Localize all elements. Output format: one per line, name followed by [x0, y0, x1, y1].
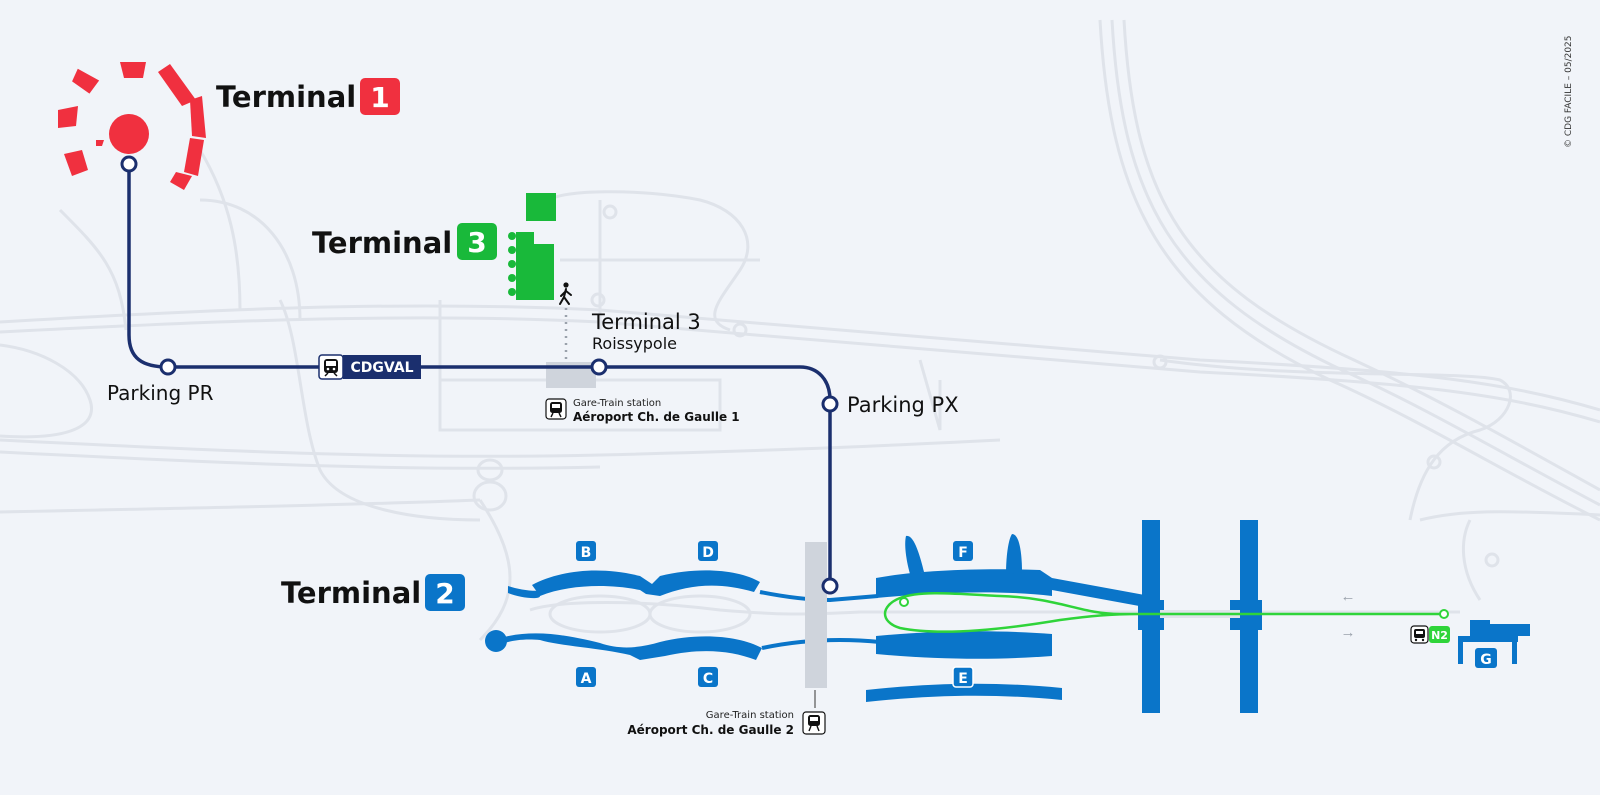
svg-text:F: F [958, 545, 968, 561]
cdg2-caption: Gare-Train station [706, 710, 794, 721]
stop-parking-px[interactable] [821, 395, 839, 413]
terminal-2-title: Terminal [281, 576, 421, 610]
terminal-2-link-f [1052, 578, 1150, 608]
stop-terminal-1[interactable] [120, 155, 138, 173]
svg-text:G: G [1480, 652, 1492, 668]
hall-a-badge[interactable]: A [576, 667, 596, 687]
hall-e-building [876, 631, 1052, 659]
terminal-3-badge: 3 [457, 223, 497, 260]
cdgval-label: CDGVAL [350, 360, 413, 376]
terminal-1-building[interactable] [58, 62, 206, 190]
hall-a-tip [485, 630, 507, 652]
bus-n2-label: N2 [1431, 629, 1448, 642]
hall-e-badge[interactable]: E [952, 666, 974, 688]
hall-d-badge[interactable]: D [698, 541, 718, 561]
cdgval-stops [120, 155, 839, 595]
copyright-credit: © CDG FACILE – 05/2025 [1564, 35, 1574, 148]
arrow-left-icon: ← [1341, 588, 1356, 605]
n2-stop-f[interactable] [899, 597, 909, 607]
n2-shuttle-route [883, 591, 1444, 633]
terminal-1-core [109, 114, 149, 154]
train-icon [550, 402, 562, 418]
terminal-2-badge: 2 [425, 574, 465, 611]
terminal-3-stop-subtitle: Roissypole [592, 334, 677, 353]
parking-pr-label: Parking PR [107, 381, 214, 405]
bus-n2-badge[interactable]: N2 [1410, 625, 1450, 644]
cdg1-caption: Gare-Train station [573, 398, 661, 409]
stop-terminal-3[interactable] [590, 358, 608, 376]
hall-b-badge[interactable]: B [576, 541, 596, 561]
terminal-2-building[interactable] [485, 520, 1530, 713]
n2-stop-g[interactable] [1439, 609, 1449, 619]
terminal-2-number: 2 [435, 577, 454, 610]
terminal-1-satellites [58, 62, 206, 190]
terminal-3-number: 3 [467, 226, 486, 259]
bus-icon [1414, 629, 1425, 642]
cdg2-train-station[interactable]: Gare-Train station Aéroport Ch. de Gaull… [627, 710, 826, 737]
svg-text:C: C [703, 671, 713, 687]
terminal-1-title: Terminal [216, 80, 356, 114]
stop-parking-pr[interactable] [159, 358, 177, 376]
hall-ac-pier [500, 633, 762, 660]
cdg1-name: Aéroport Ch. de Gaulle 1 [573, 410, 740, 424]
hall-f-satellite-left [905, 535, 924, 574]
svg-text:D: D [702, 545, 714, 561]
terminal-3-building[interactable] [508, 193, 556, 300]
terminal-3-title: Terminal [312, 226, 452, 260]
hall-f-satellite-right [1006, 534, 1022, 574]
parking-px-label: Parking PX [847, 393, 959, 417]
terminal-3-block-north [526, 193, 556, 221]
tram-icon [324, 359, 338, 377]
hall-f-building [876, 569, 1052, 598]
train-icon [808, 715, 820, 732]
terminal-1-badge: 1 [360, 78, 400, 115]
hall-c-badge[interactable]: C [698, 667, 718, 687]
terminal-3-stop-title: Terminal 3 [591, 310, 701, 334]
cdgval-badge[interactable]: CDGVAL [318, 354, 421, 380]
svg-text:A: A [581, 671, 592, 687]
hall-f-badge[interactable]: F [953, 541, 973, 561]
terminal-3-block-main [516, 232, 554, 300]
hall-g-badge[interactable]: G [1475, 648, 1497, 668]
cdg1-train-station[interactable]: Gare-Train station Aéroport Ch. de Gaull… [545, 398, 740, 424]
svg-text:E: E [958, 671, 968, 687]
terminal-1-number: 1 [370, 81, 389, 114]
hall-badges: B D F A C E G [576, 541, 1497, 688]
walking-person-icon [559, 282, 572, 305]
hall-bd-pier [532, 570, 760, 596]
hall-e-lower [866, 683, 1062, 702]
stop-terminal-2[interactable] [821, 577, 839, 595]
cdg2-name: Aéroport Ch. de Gaulle 2 [627, 723, 794, 737]
cdg2-station-block [805, 542, 827, 688]
arrow-right-icon: → [1341, 624, 1356, 641]
svg-text:B: B [581, 545, 592, 561]
